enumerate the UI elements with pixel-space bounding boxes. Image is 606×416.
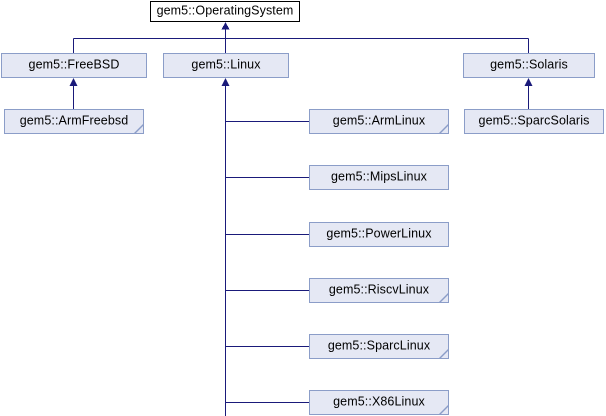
node-label: gem5::SparcLinux	[327, 338, 431, 353]
node-label: gem5::Solaris	[490, 57, 568, 72]
node-label: gem5::Linux	[191, 57, 261, 72]
node-operating-system[interactable]: gem5::OperatingSystem	[150, 1, 300, 22]
node-label: gem5::ArmFreebsd	[19, 113, 129, 128]
node-label: gem5::MipsLinux	[331, 169, 427, 184]
node-riscvlinux[interactable]: gem5::RiscvLinux	[309, 278, 449, 303]
node-label: gem5::X86Linux	[333, 394, 425, 409]
folded-corner-icon	[438, 404, 448, 414]
node-powerlinux[interactable]: gem5::PowerLinux	[309, 222, 449, 247]
arrowhead-linux	[221, 78, 230, 86]
arrowhead-freebsd	[69, 78, 78, 86]
node-armfreebsd[interactable]: gem5::ArmFreebsd	[4, 109, 144, 134]
folded-corner-icon	[438, 348, 448, 358]
arrowhead-operating-system	[221, 22, 230, 30]
node-label: gem5::ArmLinux	[332, 113, 426, 128]
node-sparcsolaris[interactable]: gem5::SparcSolaris	[464, 109, 604, 134]
node-solaris[interactable]: gem5::Solaris	[463, 53, 595, 78]
node-label: gem5::FreeBSD	[28, 57, 120, 72]
folded-corner-icon	[438, 123, 448, 133]
node-sparclinux[interactable]: gem5::SparcLinux	[309, 334, 449, 359]
folded-corner-icon	[133, 123, 143, 133]
node-label: gem5::PowerLinux	[326, 226, 432, 241]
arrowhead-solaris	[524, 78, 533, 86]
node-label: gem5::SparcSolaris	[478, 113, 590, 128]
node-armlinux[interactable]: gem5::ArmLinux	[309, 109, 449, 134]
node-linux[interactable]: gem5::Linux	[163, 53, 289, 78]
node-mipslinux[interactable]: gem5::MipsLinux	[309, 165, 449, 190]
node-freebsd[interactable]: gem5::FreeBSD	[1, 53, 147, 78]
node-x86linux[interactable]: gem5::X86Linux	[309, 390, 449, 415]
node-label: gem5::RiscvLinux	[328, 282, 430, 297]
folded-corner-icon	[438, 292, 448, 302]
node-label: gem5::OperatingSystem	[156, 3, 294, 18]
